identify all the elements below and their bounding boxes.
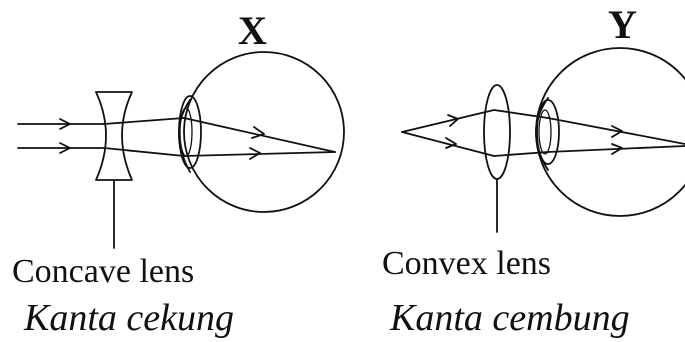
arrow-in-bottom-y	[445, 137, 457, 149]
caption-convex-en: Convex lens	[382, 245, 551, 282]
arrow-out-top-y	[611, 125, 623, 138]
eyeball-x	[183, 51, 345, 213]
arrow-out-top-x	[251, 126, 265, 139]
arrow-in-bottom-x	[59, 142, 71, 154]
eye-lens-y	[536, 99, 560, 165]
ray-out-top-y	[547, 117, 685, 145]
eye-lens-x	[178, 95, 202, 169]
ray-mid-top-x	[103, 117, 185, 125]
title-x: X	[238, 8, 267, 53]
ray-out-bottom-y	[547, 145, 685, 153]
arrow-out-bottom-y	[611, 143, 623, 155]
panel-x: X Concave lens Kanta cekung	[12, 8, 345, 339]
caption-convex-my: Kanta cembung	[389, 297, 630, 339]
ray-in-top-y	[401, 109, 495, 133]
panel-y: Y Convex lens Kanta cembung	[382, 2, 685, 339]
concave-lens	[95, 91, 133, 181]
ray-mid-top-y	[493, 109, 549, 119]
ray-mid-bottom-y	[493, 151, 549, 157]
eye-lens-inner-y	[538, 109, 552, 155]
arrow-out-bottom-x	[249, 147, 261, 160]
ray-mid-bottom-x	[103, 147, 185, 157]
caption-concave-my: Kanta cekung	[23, 297, 234, 339]
convex-lens	[483, 84, 511, 180]
arrow-in-top-x	[59, 118, 71, 130]
caption-concave-en: Concave lens	[12, 253, 194, 290]
arrow-in-top-y	[447, 114, 459, 127]
ray-in-bottom-y	[401, 131, 495, 157]
title-y: Y	[608, 2, 637, 47]
